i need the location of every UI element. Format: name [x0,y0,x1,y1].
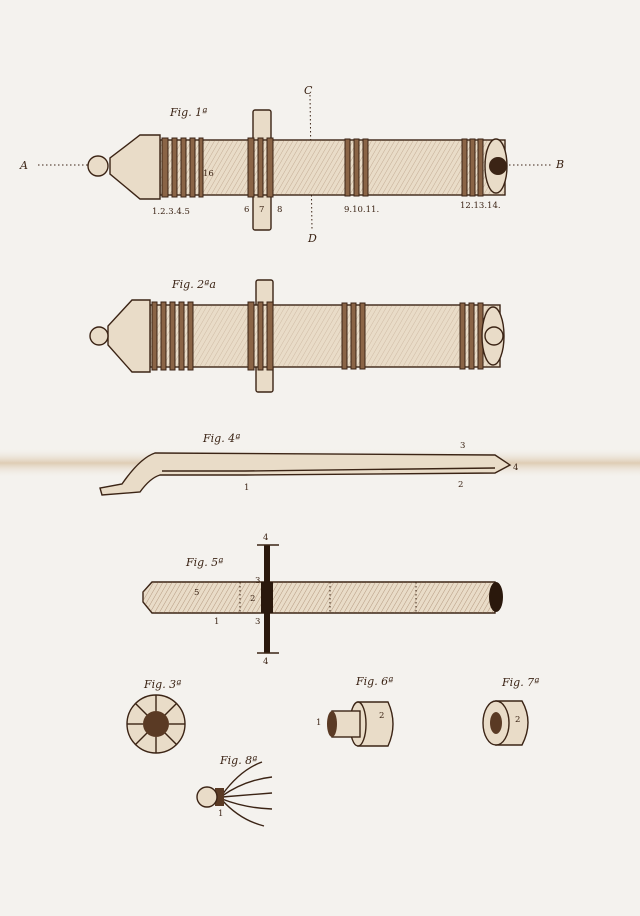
fig4-label: 4 [513,463,518,473]
fig6-label: 2 [379,711,384,721]
fig5-label: 2 [250,594,255,604]
fig4-label: 2 [458,480,463,490]
fig1-axis-d: D [307,232,317,245]
figure-8-grapple: Fig. 8ª 1 [196,754,273,827]
fig5-title: Fig. 5ª [185,556,223,569]
figure-4-rod: Fig. 4ª 1 2 3 4 [99,432,518,496]
fig3-title: Fig. 3ª [143,678,181,691]
fig1-axis-b: B [555,158,564,171]
fig5-label: 5 [194,588,199,598]
fig8-title: Fig. 8ª [219,754,257,767]
fig6-title: Fig. 6ª [355,675,393,688]
fig5-label: 3 [255,576,260,586]
fig1-label: 1.2.3.4.5 [152,207,190,217]
fig1-label: 6 [244,205,249,215]
fig4-label: 1 [244,483,249,493]
fig8-label: 1 [218,809,223,819]
fig1-axis-a: A [19,159,28,172]
fig6-label: 1 [316,718,321,728]
figure-3-disc: Fig. 3ª [126,678,186,754]
figure-7-ring: Fig. 7ª 2 [482,676,539,746]
figure-1-cannon: Fig. 1ª A B C D 1.2.3.4.5 6 7 8 9.10.11.… [19,84,564,245]
figure-5-tube: Fig. 5ª 1 2 3 3 4 4 5 [142,533,503,667]
fig4-label: 3 [460,441,465,451]
fig7-label: 2 [515,715,520,725]
fig1-axis-c: C [304,84,313,97]
fig1-label: 9.10.11. [344,205,379,215]
fig1-label: 8 [277,205,282,215]
fig4-title: Fig. 4ª [202,432,240,445]
fig2-title: Fig. 2ªa [171,278,216,291]
fig5-label: 4 [263,533,268,543]
fig1-title: Fig. 1ª [169,106,207,119]
figure-2-cannon: Fig. 2ªa [89,278,505,393]
fig1-label: 7 [259,205,264,215]
fig5-label: 3 [255,617,260,627]
fig7-title: Fig. 7ª [501,676,539,689]
fig1-label: 12.13.14. [460,201,501,211]
fig5-label: 1 [214,617,219,627]
fig5-label: 4 [263,657,268,667]
fig1-label: 16 [203,169,214,179]
figure-6-sleeve: Fig. 6ª 1 2 [316,675,394,747]
